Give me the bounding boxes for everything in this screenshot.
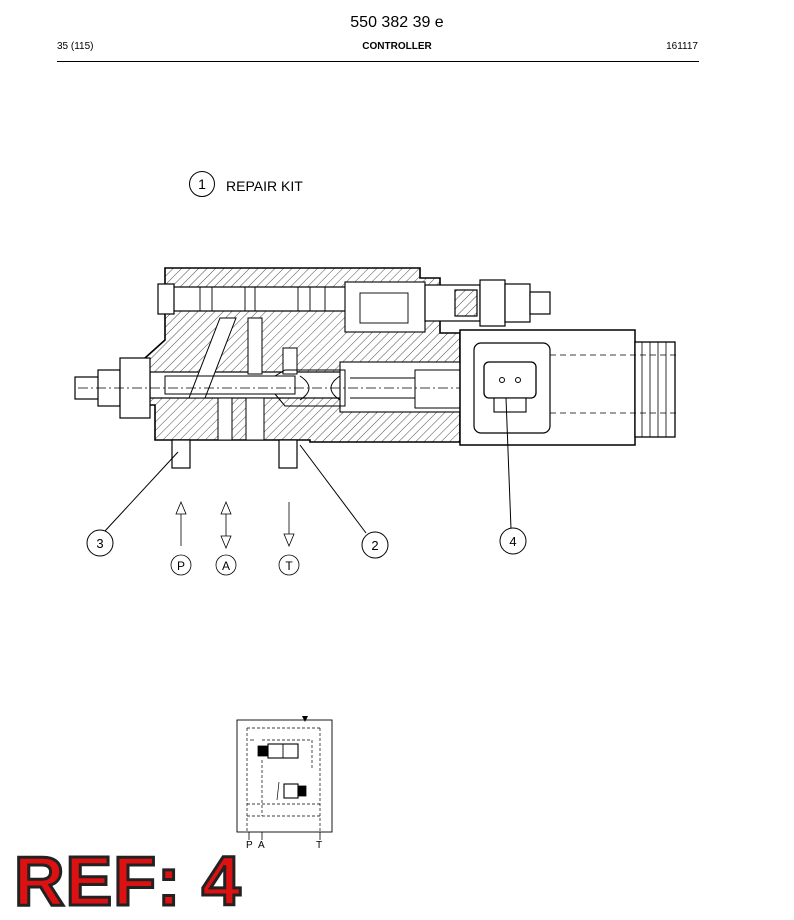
svg-text:4: 4 — [509, 534, 516, 549]
port-label-t: T — [278, 554, 300, 576]
svg-text:2: 2 — [371, 538, 378, 553]
callout-4: 4 — [499, 527, 527, 555]
page-title: CONTROLLER — [362, 41, 432, 52]
svg-text:3: 3 — [96, 536, 103, 551]
svg-text:T: T — [316, 840, 322, 851]
ref-stamp: REF: 4 — [13, 842, 243, 920]
legend-number-circle: 1 — [189, 171, 215, 197]
upper-cartridge — [424, 279, 551, 327]
port-label-a: A — [215, 554, 237, 576]
port-fittings — [171, 439, 298, 469]
port-label-p: P — [170, 554, 192, 576]
svg-text:A: A — [258, 840, 265, 851]
header-divider — [57, 61, 699, 62]
svg-text:T: T — [285, 559, 293, 573]
document-number: 550 382 39 e — [350, 14, 444, 31]
legend-label: REPAIR KIT — [226, 178, 303, 194]
flow-arrows — [175, 500, 295, 550]
callout-leaders — [104, 397, 512, 534]
schematic-port-labels: P A T — [246, 840, 322, 851]
left-stem — [74, 357, 460, 419]
svg-text:A: A — [222, 559, 230, 573]
hydraulic-schematic — [236, 716, 333, 840]
callout-2: 2 — [361, 531, 389, 559]
svg-text:P: P — [246, 840, 253, 851]
valve-body — [144, 267, 461, 443]
revision-code: 161117 — [666, 41, 698, 52]
page-number: 35 (115) — [57, 41, 94, 52]
callout-3: 3 — [86, 529, 114, 557]
spool — [164, 369, 461, 409]
svg-text:P: P — [177, 559, 185, 573]
solenoid — [459, 329, 676, 446]
